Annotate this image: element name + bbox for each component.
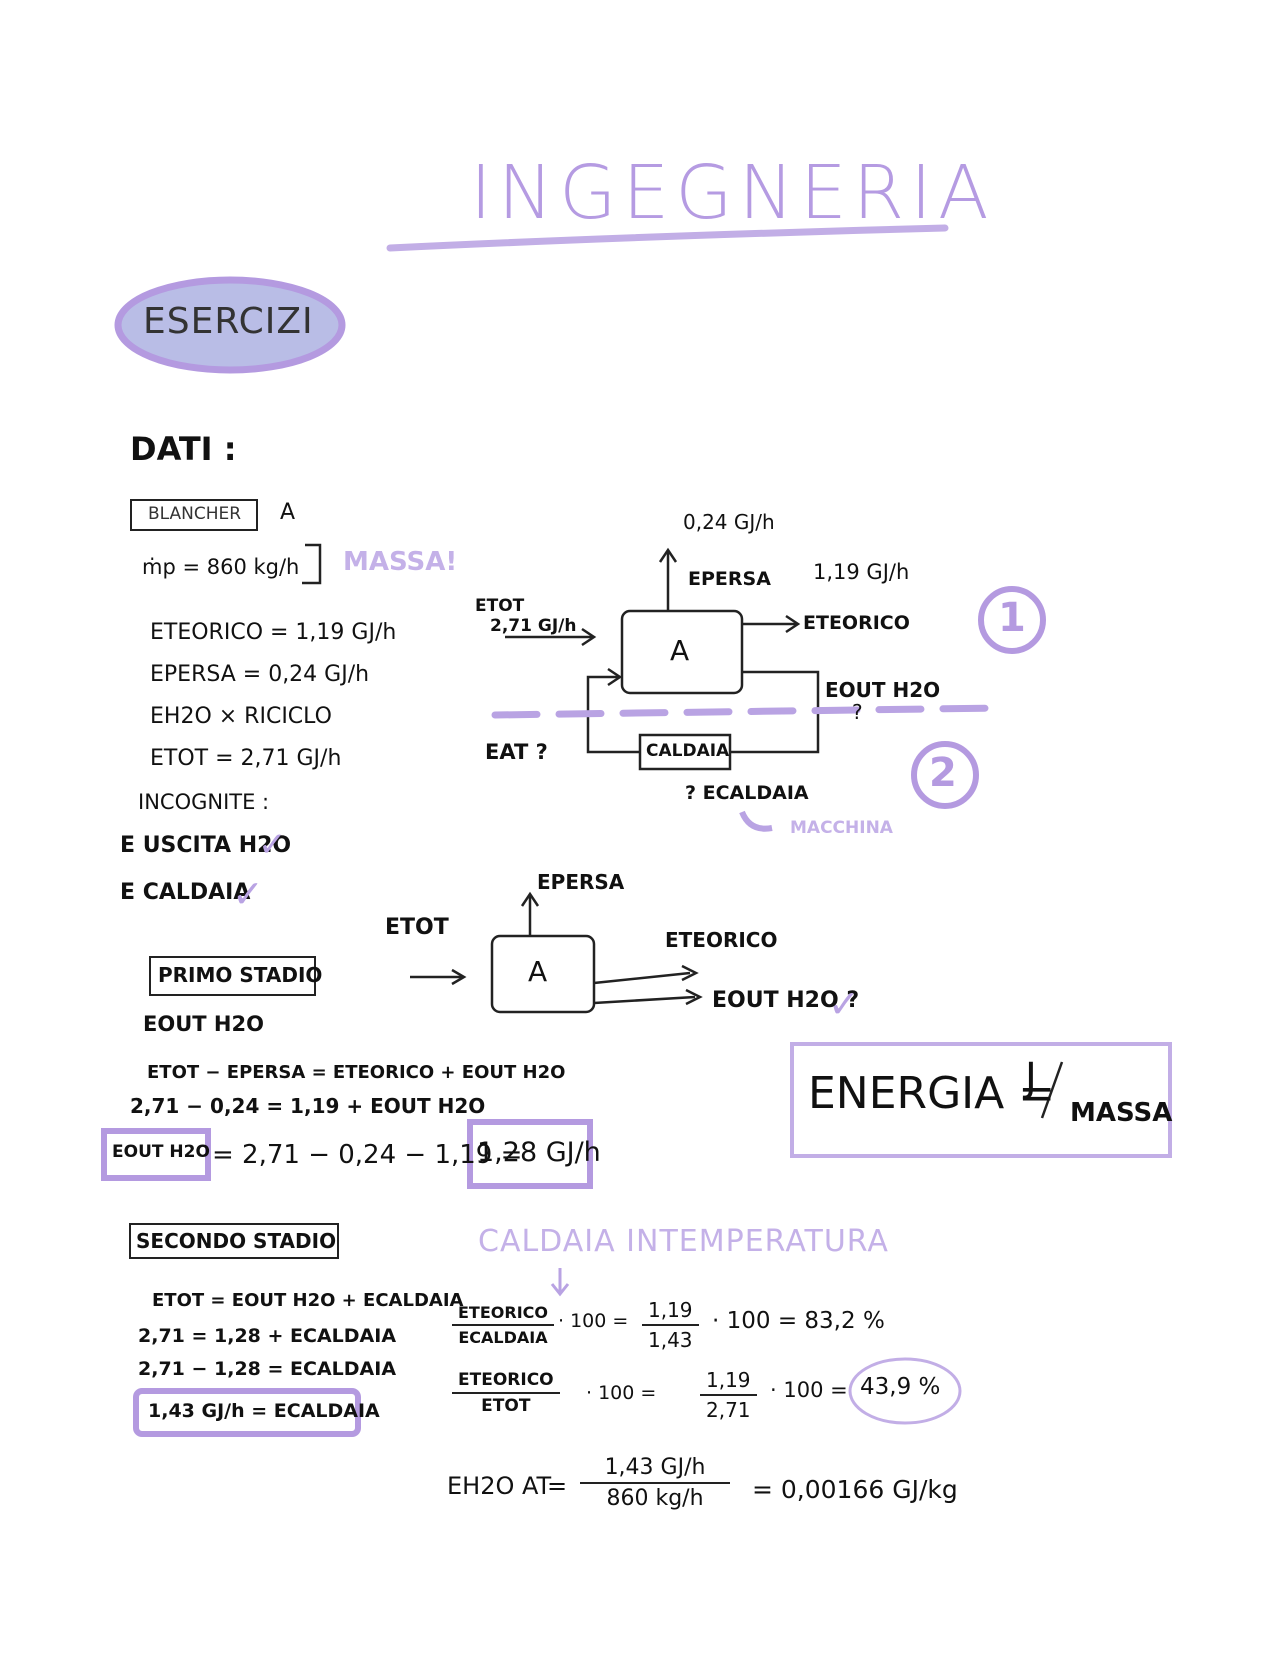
check-icon: ✓ bbox=[828, 982, 860, 1026]
unknown-item: E USCITA H2O bbox=[120, 833, 292, 858]
stage-separator bbox=[491, 704, 1004, 719]
diagram1-etot-value: 2,71 GJ/h bbox=[490, 616, 577, 636]
secondo-stadio-frame bbox=[129, 1223, 339, 1259]
unknowns-label: INCOGNITE : bbox=[138, 790, 270, 814]
given-item: ETEORICO = 1,19 GJ/h bbox=[150, 620, 397, 645]
diagram1-eteorico-label: ETEORICO bbox=[803, 612, 910, 634]
given-item: ETOT = 2,71 GJ/h bbox=[150, 746, 342, 771]
stage1-result-mid: = 2,71 − 0,24 − 1,19 = bbox=[212, 1140, 523, 1170]
primo-stadio-frame bbox=[149, 956, 316, 996]
efficiency1-result: · 100 = 83,2 % bbox=[712, 1308, 885, 1334]
energy-denominator: MASSA bbox=[1070, 1098, 1173, 1128]
unknown-item: E CALDAIA bbox=[120, 880, 251, 905]
efficiency2-mult: · 100 = bbox=[586, 1382, 657, 1404]
mass-note: MASSA! bbox=[343, 547, 458, 577]
diagram1-eat-label: EAT ? bbox=[485, 740, 548, 764]
stage2-eq3: 2,71 − 1,28 = ECALDAIA bbox=[138, 1358, 397, 1380]
diagram1-etot-label: ETOT bbox=[475, 596, 525, 616]
blancher-id: A bbox=[280, 500, 296, 525]
diagram1-caldaia-box bbox=[638, 733, 732, 771]
specific-result: = 0,00166 GJ/kg bbox=[752, 1475, 958, 1504]
check-icon: ✓ bbox=[232, 872, 264, 916]
primo-stadio-heading: PRIMO STADIO bbox=[158, 963, 323, 987]
energy-lhs: ENERGIA = bbox=[808, 1068, 1056, 1119]
given-list: ETEORICO = 1,19 GJ/h EPERSA = 0,24 GJ/h … bbox=[150, 612, 396, 780]
blancher-box-frame bbox=[130, 499, 258, 531]
diagram1-caldaia-label: CALDAIA bbox=[646, 741, 730, 761]
diagram2-eout-label: EOUT H2O ? bbox=[712, 988, 860, 1013]
specific-lhs: EH2O AT bbox=[447, 1472, 552, 1500]
stage2-circle bbox=[911, 741, 979, 809]
stage2-result: 1,43 GJ/h = ECALDAIA bbox=[148, 1400, 380, 1422]
dati-label: DATI : bbox=[130, 430, 237, 468]
given-item: EPERSA = 0,24 GJ/h bbox=[150, 662, 370, 687]
secondo-stadio-heading: SECONDO STADIO bbox=[136, 1229, 337, 1253]
diagram1-eout-label: EOUT H2O bbox=[825, 678, 941, 702]
stage1-eq2: 2,71 − 0,24 = 1,19 + EOUT H2O bbox=[130, 1094, 486, 1118]
specific-eq: = bbox=[547, 1472, 568, 1500]
blancher-box: BLANCHER bbox=[148, 504, 242, 524]
energy-box-frame bbox=[790, 1042, 1172, 1158]
stage1-eq1: ETOT − EPERSA = ETEORICO + EOUT H2O bbox=[147, 1062, 566, 1083]
diagram2-etot-label: ETOT bbox=[385, 915, 449, 940]
title-underline bbox=[386, 224, 949, 252]
diagram1-epersa-label: EPERSA bbox=[688, 568, 771, 590]
diagram1-epersa-value: 0,24 GJ/h bbox=[683, 510, 775, 534]
section-oval bbox=[114, 276, 346, 374]
check-icon: ✓ bbox=[258, 825, 287, 865]
diagram2-block bbox=[490, 934, 596, 1014]
eout-highlight bbox=[101, 1128, 211, 1181]
efficiency2-result-pre: · 100 = bbox=[770, 1378, 848, 1402]
diagram1-block-label: A bbox=[670, 634, 690, 667]
stage1-circle bbox=[978, 586, 1046, 654]
mass-flow: ṁp = 860 kg/h bbox=[142, 555, 300, 579]
stage2-eq1: ETOT = EOUT H2O + ECALDAIA bbox=[152, 1290, 464, 1311]
stage1-target: EOUT H2O bbox=[143, 1012, 264, 1036]
result-highlight bbox=[467, 1119, 593, 1189]
given-item: EH2O × RICICLO bbox=[150, 704, 332, 729]
diagram1-macchina-label: MACCHINA bbox=[790, 818, 893, 838]
diagram2-epersa-label: EPERSA bbox=[537, 870, 625, 894]
diagram1-ecaldaia-label: ? ECALDAIA bbox=[685, 782, 809, 804]
diagram1-block bbox=[620, 609, 744, 695]
macchina-arrow bbox=[739, 810, 773, 832]
stage1-number: 1 bbox=[998, 595, 1026, 641]
stage1-result-lhs: EOUT H2O bbox=[112, 1142, 210, 1162]
stage2-eq2: 2,71 = 1,28 + ECALDAIA bbox=[138, 1325, 397, 1347]
diagram2-eteorico-label: ETEORICO bbox=[665, 928, 778, 952]
result-circle bbox=[848, 1357, 962, 1425]
energy-numerator: J bbox=[1025, 1055, 1037, 1101]
diagram1-eout-q: ? bbox=[852, 700, 863, 724]
stage2-number: 2 bbox=[929, 750, 957, 796]
caldaia-note: CALDAIA INTEMPERATURA bbox=[478, 1224, 889, 1259]
diagram1-eteorico-value: 1,19 GJ/h bbox=[813, 560, 910, 584]
ecaldaia-highlight bbox=[133, 1388, 361, 1437]
stage1-result-value: 1,28 GJ/h bbox=[477, 1137, 601, 1168]
efficiency1-mult: · 100 = bbox=[558, 1310, 629, 1332]
diagram2-block-label: A bbox=[528, 955, 548, 988]
page-title: INGEGNERIA bbox=[470, 150, 995, 236]
efficiency2-result: 43,9 % bbox=[860, 1374, 941, 1400]
massa-bracket bbox=[302, 543, 322, 585]
section-label: ESERCIZI bbox=[143, 301, 314, 342]
